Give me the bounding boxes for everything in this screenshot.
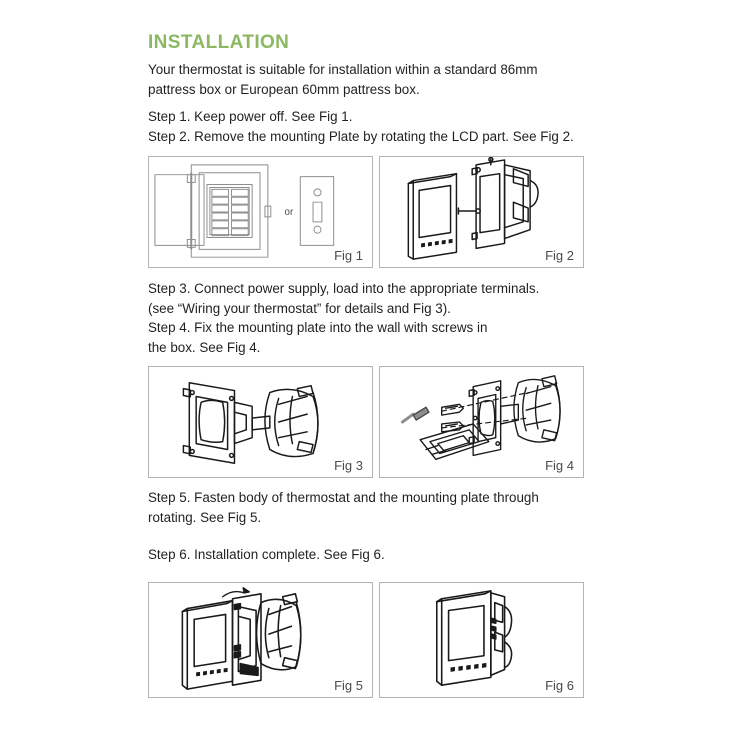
step-6-line-1: Step 6. Installation complete. See Fig 6…	[148, 547, 385, 562]
step-1-line: Step 1. Keep power off. See Fig 1.	[148, 109, 353, 124]
figure-fig4: Fig 4	[379, 366, 584, 478]
fig2-illustration	[407, 157, 539, 260]
figure-fig6: Fig 6	[379, 582, 584, 698]
fig6-label: Fig 6	[545, 678, 574, 693]
step-5-line-2: rotating. See Fig 5.	[148, 509, 262, 525]
figure-fig3: Fig 3	[148, 366, 373, 478]
screw-icon-1	[441, 403, 465, 416]
intro-line-2: pattress box or European 60mm pattress b…	[148, 81, 420, 97]
fig4-label: Fig 4	[545, 458, 574, 473]
steps-final-paragraph: Step 6. Installation complete. See Fig 6…	[148, 545, 385, 565]
steps-middle-paragraph: Step 3. Connect power supply, load into …	[148, 279, 539, 357]
fig2-label: Fig 2	[545, 248, 574, 263]
fig4-illustration	[400, 375, 561, 461]
figure-row-1: or Fig 1	[148, 156, 584, 268]
fig3-label: Fig 3	[334, 458, 363, 473]
step-3-line-1: Step 3. Connect power supply, load into …	[148, 281, 540, 296]
step-4-line-1: Step 4. Fix the mounting plate into the …	[148, 320, 488, 335]
intro-paragraph: Your thermostat is suitable for installa…	[148, 60, 574, 146]
step-4-line-2: the box. See Fig 4.	[148, 339, 261, 355]
fig3-illustration	[182, 381, 319, 464]
step-2-line: Step 2. Remove the mounting Plate by rot…	[148, 128, 574, 144]
step-5-line-1: Step 5. Fasten body of thermostat and th…	[148, 490, 539, 505]
fig1-illustration: or	[154, 164, 335, 258]
fig5-label: Fig 5	[334, 678, 363, 693]
figure-fig1: or Fig 1	[148, 156, 373, 268]
paragraph-spacer	[148, 99, 574, 107]
figure-fig2: Fig 2	[379, 156, 584, 268]
page-title: INSTALLATION	[148, 32, 290, 53]
figure-row-3: Fig 5	[148, 582, 584, 698]
figure-row-2: Fig 3	[148, 366, 584, 478]
figure-fig5: Fig 5	[148, 582, 373, 698]
intro-line-1: Your thermostat is suitable for installa…	[148, 62, 538, 77]
fig5-illustration	[181, 587, 302, 690]
fig1-label: Fig 1	[334, 248, 363, 263]
fig6-illustration	[435, 590, 513, 686]
screwdriver-icon	[400, 406, 430, 424]
step-3-line-2: (see “Wiring your thermostat” for detail…	[148, 300, 451, 316]
fig1-or-text: or	[285, 207, 294, 218]
steps-lower-paragraph: Step 5. Fasten body of thermostat and th…	[148, 488, 539, 527]
